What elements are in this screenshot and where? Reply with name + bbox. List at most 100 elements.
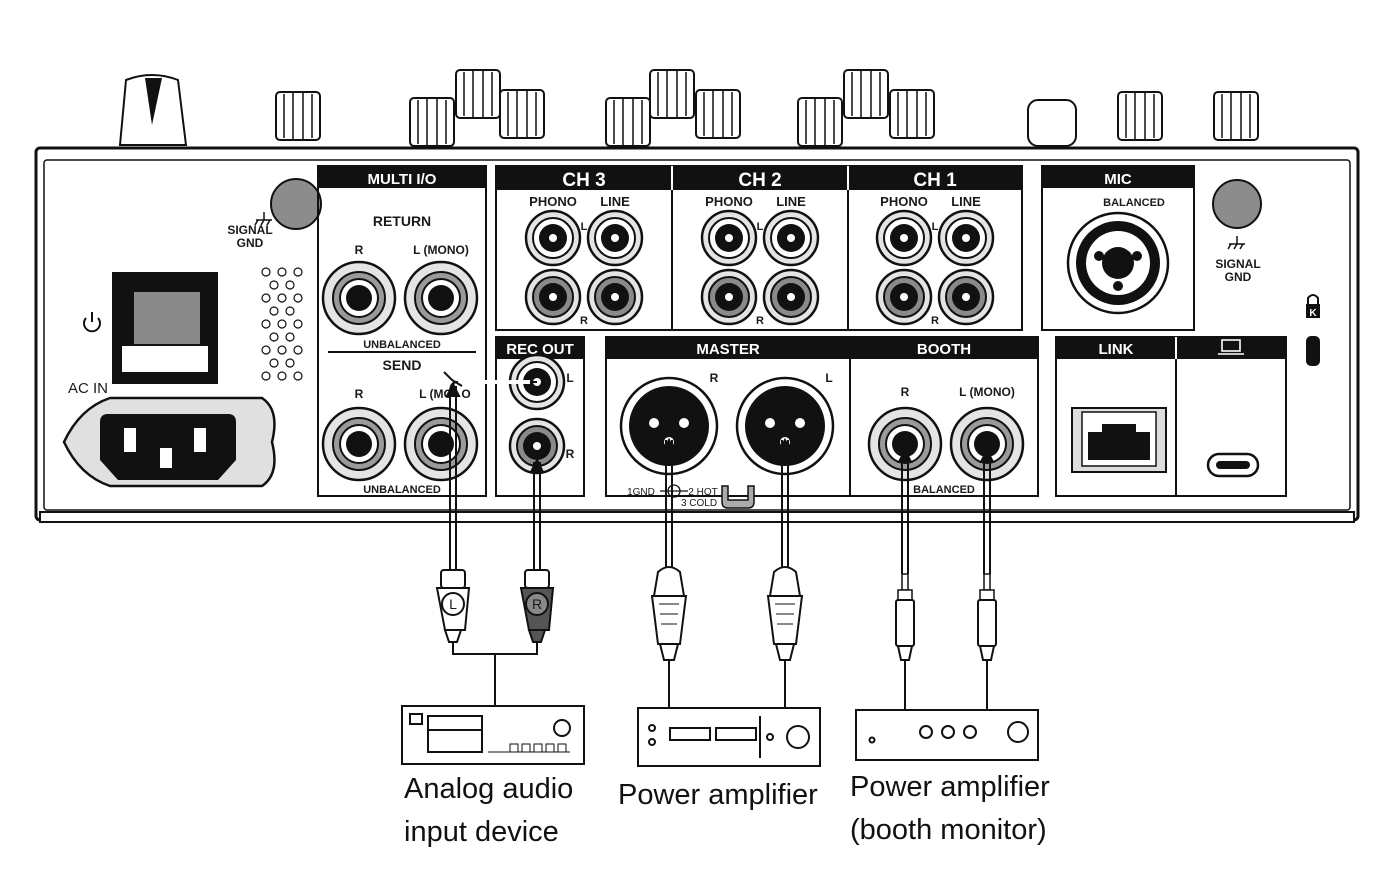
ch3-line-label: LINE	[600, 194, 630, 209]
usb-c-port[interactable]	[1206, 452, 1260, 478]
master-l-xlr[interactable]	[735, 376, 835, 476]
svg-text:K: K	[1309, 308, 1317, 319]
ground-icon	[1227, 236, 1245, 250]
ch1-l-label: L	[932, 221, 939, 233]
rca-plug-icon: R	[519, 569, 555, 643]
return-r-jack[interactable]	[321, 260, 397, 336]
rec-out-cables	[443, 371, 545, 706]
return-label: RETURN	[373, 213, 431, 229]
ac-inlet[interactable]	[62, 396, 276, 488]
ch3-phono-r-jack[interactable]	[524, 268, 582, 326]
booth-r-label: R	[901, 385, 910, 399]
link-header: LINK	[1099, 341, 1134, 358]
xlr-connector-icon	[650, 566, 688, 661]
booth-section: BOOTH R L (MONO) BALANCED	[849, 336, 1039, 497]
phone-plug-icon	[977, 573, 997, 661]
link-ethernet-port[interactable]	[1071, 407, 1167, 473]
booth-r-jack[interactable]	[867, 406, 943, 482]
booth-balanced-label: BALANCED	[913, 484, 975, 496]
send-l-mono-label: L (MO	[419, 387, 453, 401]
vent-holes	[261, 267, 303, 381]
caption-line: input device	[404, 816, 559, 848]
ch2-r-label: R	[756, 315, 764, 327]
caption-line: Power amplifier	[850, 771, 1050, 803]
signal-gnd-label-right: SIGNAL	[1215, 257, 1260, 271]
ch3-line-r-jack[interactable]	[586, 268, 644, 326]
ch2-line-l-jack[interactable]	[762, 209, 820, 267]
mic-header: MIC	[1104, 171, 1132, 188]
return-r-label: R	[355, 243, 364, 257]
ch2-phono-r-jack[interactable]	[700, 268, 758, 326]
ch2-line-r-jack[interactable]	[762, 268, 820, 326]
multi-io-header: MULTI I/O	[368, 171, 437, 188]
caption-line: (booth monitor)	[850, 814, 1047, 846]
master-r-label: R	[710, 371, 719, 385]
ch3-phono-label: PHONO	[529, 194, 577, 209]
caption-line: Power amplifier	[618, 779, 818, 811]
ac-in-label: AC IN	[68, 380, 108, 397]
signal-gnd-label-left: SIGNAL	[227, 223, 272, 237]
send-unbalanced-label: UNBALANCED	[363, 484, 441, 496]
send-label: SEND	[383, 357, 422, 373]
top-knobs	[118, 69, 1259, 147]
signal-gnd-terminal-left[interactable]	[270, 178, 322, 230]
return-l-mono-label: L (MONO)	[413, 243, 469, 257]
return-l-jack[interactable]	[403, 260, 479, 336]
ch1-r-label: R	[931, 315, 939, 327]
computer-icon	[1218, 339, 1244, 355]
caption-line: Analog audio	[404, 773, 574, 805]
ch1-header: CH 1	[913, 170, 957, 191]
phono-line-inputs: CH 3 CH 2 CH 1 PHONO LINE L R PHONO LINE…	[495, 165, 1023, 331]
booth-cables	[897, 447, 995, 710]
ch3-header: CH 3	[562, 170, 605, 191]
analog-input-device	[401, 705, 585, 765]
return-unbalanced-label: UNBALANCED	[363, 339, 441, 351]
pin-cold-label: 3 COLD	[681, 498, 717, 509]
ch1-line-label: LINE	[951, 194, 981, 209]
gnd-label-right: GND	[1225, 270, 1252, 284]
ch1-line-l-jack[interactable]	[937, 209, 995, 267]
send-l-jack[interactable]	[403, 406, 479, 482]
pin-hot-label: 2 HOT	[688, 487, 717, 498]
analog-input-device-caption: Analog audio input device	[404, 768, 573, 854]
send-r-label: R	[355, 387, 364, 401]
send-l-mono-label-end: O	[461, 387, 470, 401]
ch2-l-label: L	[757, 221, 764, 233]
link-usb-section: LINK	[1055, 336, 1287, 497]
ch2-header: CH 2	[738, 170, 781, 191]
master-l-label: L	[825, 371, 832, 385]
rca-plug-icon: L	[435, 569, 471, 643]
rec-out-header: REC OUT	[506, 341, 574, 358]
kensington-lock-icon: K	[1306, 294, 1320, 319]
pin-gnd-label: 1GND	[627, 487, 655, 498]
master-cables	[661, 437, 793, 708]
ch3-l-label: L	[581, 221, 588, 233]
booth-monitor-caption: Power amplifier (booth monitor)	[850, 766, 1050, 852]
gnd-label-left: GND	[237, 236, 264, 250]
ch2-phono-label: PHONO	[705, 194, 753, 209]
ch3-r-label: R	[580, 315, 588, 327]
ch1-line-r-jack[interactable]	[937, 268, 995, 326]
mic-combo-jack[interactable]	[1066, 211, 1170, 315]
send-r-jack[interactable]	[321, 406, 397, 482]
security-slot	[1306, 336, 1320, 366]
ch2-phono-l-jack[interactable]	[700, 209, 758, 267]
booth-power-amplifier-device	[855, 709, 1039, 761]
rca-plug-r-label: R	[532, 596, 542, 612]
ch1-phono-label: PHONO	[880, 194, 928, 209]
phone-plug-icon	[895, 573, 915, 661]
rec-out-r-label: R	[566, 447, 575, 461]
xlr-connector-icon	[766, 566, 804, 661]
ch3-phono-l-jack[interactable]	[524, 209, 582, 267]
master-header: MASTER	[696, 341, 760, 358]
multi-io-section: MULTI I/O RETURN R L (MONO) UNBALANCED S…	[317, 165, 487, 497]
signal-gnd-terminal-right[interactable]	[1212, 179, 1262, 229]
ch3-line-l-jack[interactable]	[586, 209, 644, 267]
rca-plug-l-label: L	[449, 596, 457, 612]
rec-out-l-label: L	[566, 371, 573, 385]
ch1-phono-r-jack[interactable]	[875, 268, 933, 326]
power-amplifier-caption: Power amplifier	[618, 774, 818, 817]
booth-l-jack[interactable]	[949, 406, 1025, 482]
master-r-xlr[interactable]	[619, 376, 719, 476]
ch1-phono-l-jack[interactable]	[875, 209, 933, 267]
